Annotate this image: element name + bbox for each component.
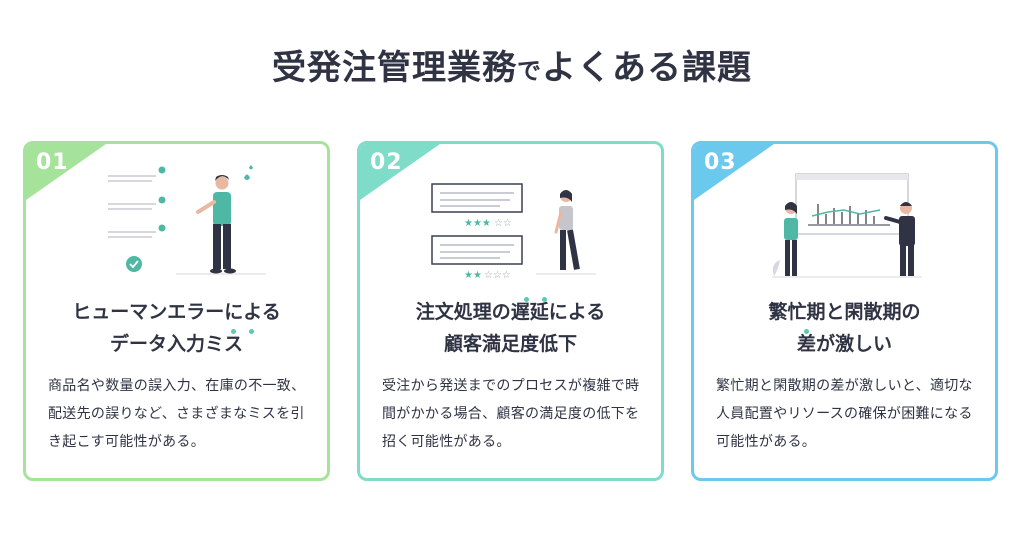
card-heading-line1: 注文処理の遅延による bbox=[415, 301, 606, 323]
svg-text:★★: ★★ bbox=[464, 270, 482, 281]
issue-card-1: 01 ヒューマンエラーによる データ入力ミス 商品名や数量の誤入力、在庫の不一致… bbox=[23, 141, 330, 481]
checklist-illustration bbox=[108, 165, 266, 275]
card-heading-line1: ヒューマンエラーによる bbox=[72, 301, 281, 323]
accent-dot bbox=[249, 329, 254, 334]
card-heading: 注文処理の遅延による 顧客満足度低下 bbox=[360, 296, 661, 360]
card-body: 受注から発送までのプロセスが複雑で時間がかかる場合、顧客の満足度の低下を招く可能… bbox=[382, 378, 640, 450]
card-heading: ヒューマンエラーによる データ入力ミス bbox=[26, 296, 327, 360]
card-body: 繁忙期と閑散期の差が激しいと、適切な人員配置やリソースの確保が困難になる可能性が… bbox=[716, 378, 973, 450]
card-heading-line1: 繁忙期と閑散期の bbox=[768, 301, 921, 323]
card-heading-line2: 顧客満足度低下 bbox=[443, 333, 577, 355]
card-body: 商品名や数量の誤入力、在庫の不一致、配送先の誤りなど、さまざまなミスを引き起こす… bbox=[48, 378, 306, 450]
svg-text:☆☆☆: ☆☆☆ bbox=[484, 270, 511, 281]
card-heading: 繁忙期と閑散期の 差が激しい bbox=[694, 296, 995, 360]
card-heading-line2: データ入力ミス bbox=[109, 333, 243, 355]
review-stars-illustration: ★★★☆☆ ★★☆☆☆ bbox=[431, 183, 596, 281]
card-number: 03 bbox=[704, 150, 737, 175]
card-corner bbox=[360, 144, 440, 200]
title-sub: よくある課題 bbox=[542, 48, 752, 88]
accent-dot bbox=[804, 329, 809, 334]
accent-dot bbox=[542, 297, 547, 302]
page-title: 受発注管理業務でよくある課題 bbox=[0, 46, 1024, 93]
svg-text:☆☆: ☆☆ bbox=[494, 218, 512, 229]
chart-presentation-illustration bbox=[772, 173, 922, 278]
card-corner bbox=[26, 144, 106, 200]
accent-dot bbox=[231, 329, 236, 334]
accent-dot bbox=[524, 297, 529, 302]
card-number: 02 bbox=[370, 150, 403, 175]
card-heading-line2: 差が激しい bbox=[796, 333, 892, 355]
title-main: 受発注管理業務 bbox=[272, 48, 517, 88]
card-number: 01 bbox=[36, 150, 69, 175]
title-particle: で bbox=[517, 57, 542, 85]
issue-card-2: 02 ★★★☆☆ ★★☆☆☆ 注文処理の遅延による 顧客満足度低下 受注から発送… bbox=[357, 141, 664, 481]
issue-card-3: 03 繁忙期と閑散期の 差が激しい 繁忙期と閑散期の差が激しいと、適切な人 bbox=[691, 141, 998, 481]
svg-text:★★★: ★★★ bbox=[464, 218, 491, 229]
card-corner bbox=[694, 144, 774, 200]
